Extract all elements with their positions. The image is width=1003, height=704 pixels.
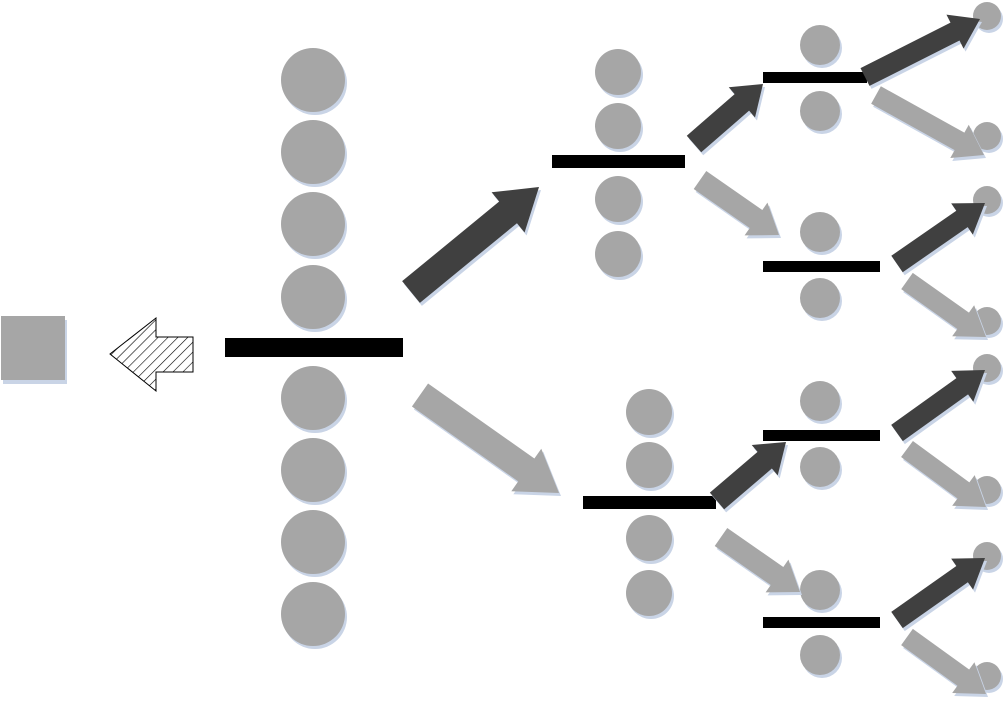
root-to-bottom-arrow: [411, 383, 561, 496]
top-to-l2-1-arrow: [686, 84, 765, 156]
level2-circle-8: [800, 635, 842, 678]
level2-divider-1: [763, 72, 867, 83]
level1-top-circle-1: [595, 49, 643, 98]
level2-divider-3: [763, 430, 880, 441]
level1-bottom-circle-4: [626, 570, 674, 619]
level2-circle-1: [800, 25, 842, 68]
level1-bottom-circle-1: [626, 389, 674, 438]
root-to-top-arrow: [402, 187, 541, 306]
l2-3-to-leaf-5-arrow: [891, 370, 987, 445]
level1-bottom-divider: [583, 496, 716, 509]
l2-2-to-leaf-4-arrow: [901, 272, 988, 340]
l2-4-to-leaf-8-arrow: [901, 628, 988, 697]
root-circle-2: [281, 120, 347, 187]
root-circle-7: [281, 510, 347, 577]
bottom-to-l2-3-arrow: [709, 442, 788, 513]
root-circle-6: [281, 438, 347, 505]
l2-1-to-leaf-1-arrow: [860, 14, 982, 89]
level2-divider-4: [763, 617, 880, 628]
level1-top-divider: [552, 155, 685, 168]
root-circle-3: [281, 192, 347, 259]
root-circle-1: [281, 48, 347, 115]
root-divider: [225, 338, 403, 357]
l2-3-to-leaf-6-arrow: [901, 440, 988, 510]
level1-top-circle-2: [595, 103, 643, 152]
l2-2-to-leaf-3-arrow: [891, 203, 987, 276]
level2-circle-5: [800, 381, 842, 424]
level2-circle-3: [800, 212, 842, 255]
level2-circle-2: [800, 91, 842, 134]
level2-divider-2: [763, 261, 880, 272]
l2-1-to-leaf-2-arrow: [871, 86, 986, 162]
result-square: [1, 316, 67, 384]
leaf-circle-2: [973, 122, 1003, 153]
level2-circle-6: [800, 447, 842, 490]
bottom-to-l2-4-arrow: [714, 527, 802, 596]
level2-circle-7: [800, 570, 842, 613]
l2-4-to-leaf-7-arrow: [891, 558, 987, 632]
top-to-l2-2-arrow: [693, 170, 781, 239]
level1-bottom-circle-2: [626, 442, 674, 491]
root-circle-5: [281, 366, 347, 433]
circles-layer: [281, 2, 1003, 693]
level2-circle-4: [800, 278, 842, 321]
root-circle-8: [281, 582, 347, 649]
arrows-layer: [402, 14, 988, 697]
level1-bottom-circle-3: [626, 515, 674, 564]
hatched-left-arrow-icon: [109, 316, 194, 393]
level1-top-circle-3: [595, 176, 643, 225]
level1-top-circle-4: [595, 231, 643, 280]
root-circle-4: [281, 265, 347, 332]
